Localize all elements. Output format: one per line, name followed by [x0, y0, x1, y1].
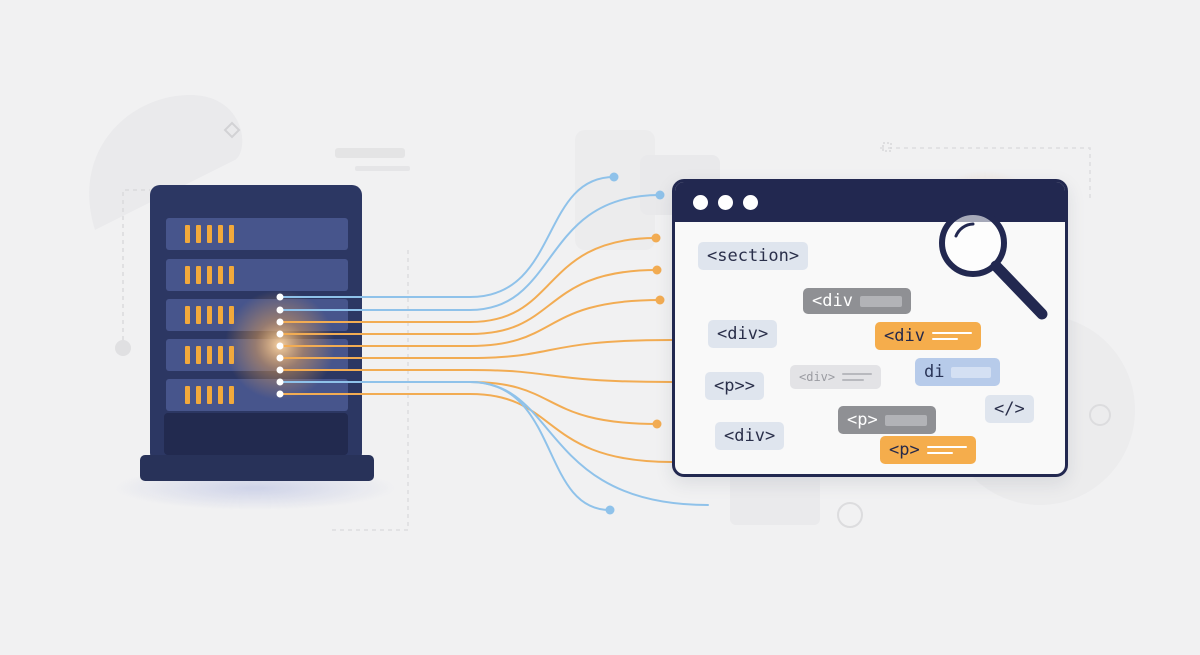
port-light [276, 378, 284, 386]
server-led [229, 386, 234, 404]
wire-end-dot [655, 190, 665, 200]
connection-wire [279, 176, 615, 298]
connection-wire [279, 393, 673, 463]
server-led [185, 346, 190, 364]
wire-end-dot [651, 233, 661, 243]
window-dot [718, 195, 733, 210]
server-led [207, 386, 212, 404]
server-led [196, 386, 201, 404]
connection-wire [279, 269, 658, 335]
server-led [218, 266, 223, 284]
server-led [218, 386, 223, 404]
port-light [276, 390, 284, 398]
port-light [276, 306, 284, 314]
tag-div-orange: <div [875, 322, 981, 350]
server-led [229, 225, 234, 243]
wire-end-dot [655, 295, 665, 305]
connection-wire [279, 299, 661, 347]
server-rack-icon [115, 185, 395, 510]
server-led [207, 266, 212, 284]
port-light [276, 293, 284, 301]
wire-end-dot [652, 419, 662, 429]
connection-wire [279, 381, 709, 506]
connection-wires [276, 172, 709, 515]
tag-div-grey: <div [803, 288, 911, 314]
tag-p-orange: <p> [880, 436, 976, 464]
server-slot [166, 218, 348, 250]
port-light [276, 330, 284, 338]
server-led [196, 346, 201, 364]
tag-div-pale: <div> [790, 365, 882, 389]
connection-wire [279, 237, 657, 323]
tag-close: </> [985, 395, 1034, 423]
port-light [276, 342, 284, 350]
connection-wire [279, 381, 658, 425]
tag-div-bottom: <div> [715, 422, 785, 450]
server-led [196, 225, 201, 243]
tag-p-left: <p>> [705, 372, 764, 400]
tag-p-grey: <p> [838, 406, 936, 434]
connection-wire [279, 339, 673, 359]
wire-end-dot [609, 172, 619, 182]
server-led [218, 225, 223, 243]
wire-end-dot [605, 505, 615, 515]
server-led [229, 266, 234, 284]
tag-div-left: <div> [708, 320, 778, 348]
server-led [207, 346, 212, 364]
server-led [218, 346, 223, 364]
server-led [185, 386, 190, 404]
window-dot [743, 195, 758, 210]
window-dot [693, 195, 708, 210]
server-led [196, 266, 201, 284]
tag-di-blue: di [915, 358, 1001, 386]
server-led [196, 306, 201, 324]
connection-wire [279, 369, 673, 383]
wire-end-dot [652, 265, 662, 275]
server-led [207, 225, 212, 243]
server-led [185, 266, 190, 284]
port-light [276, 366, 284, 374]
magnifier-icon [939, 209, 1048, 320]
server-led [207, 306, 212, 324]
server-led [185, 225, 190, 243]
server-led [185, 306, 190, 324]
port-light [276, 354, 284, 362]
server-led [218, 306, 223, 324]
port-light [276, 318, 284, 326]
server-slot [166, 259, 348, 291]
browser-titlebar [675, 182, 1065, 222]
tag-section: <section> [698, 242, 809, 270]
connection-wire [279, 194, 661, 311]
